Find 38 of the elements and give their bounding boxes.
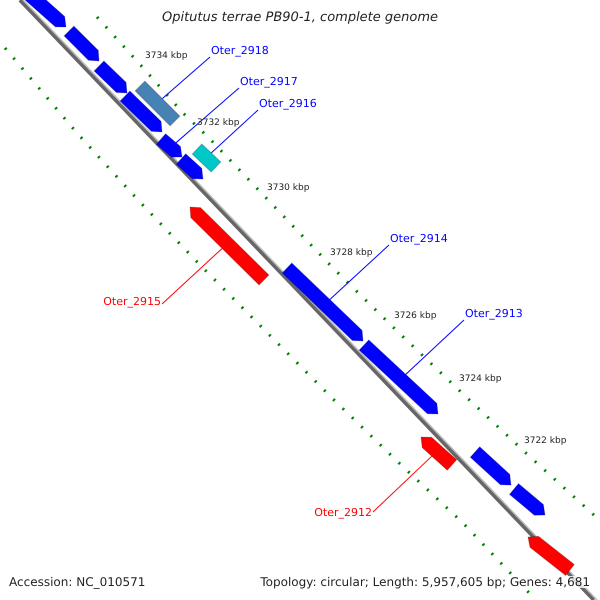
leader-line (405, 320, 464, 375)
scale-label: 3734 kbp (145, 52, 188, 61)
gene-feature (508, 482, 546, 516)
gene-label: Oter_2915 (103, 296, 161, 307)
scale-label: 3726 kbp (394, 312, 436, 321)
gene-feature (189, 206, 270, 286)
gene-label: Oter_2917 (240, 76, 298, 87)
gene-feature (63, 25, 100, 62)
gene-label: Oter_2916 (259, 98, 317, 109)
gene-label: Oter_2912 (314, 507, 372, 518)
gene-feature (24, 0, 67, 28)
genome-info-text: Topology: circular; Length: 5,957,605 bp; Genes: 4,681 (260, 576, 590, 588)
leader-line (176, 88, 240, 144)
leader-line (162, 56, 210, 100)
gene-feature (119, 90, 163, 133)
scale-label: 3732 kbp (197, 119, 240, 128)
gene-label: Oter_2913 (465, 308, 523, 319)
gene-feature (358, 339, 439, 415)
leader-line (329, 244, 390, 300)
gene-label: Oter_2914 (390, 233, 448, 244)
gene-feature (93, 60, 128, 94)
gene-feature (134, 80, 181, 127)
gene-feature (420, 436, 458, 471)
gene-feature (470, 446, 512, 486)
scale-label: 3724 kbp (459, 375, 502, 384)
leader-line (372, 456, 432, 512)
leader-line (162, 248, 223, 304)
leader-line (210, 110, 258, 154)
gene-label: Oter_2918 (211, 45, 269, 56)
gene-feature (192, 143, 222, 173)
gene-feature (156, 133, 183, 158)
scale-label: 3730 kbp (267, 184, 310, 193)
accession-text: Accession: NC_010571 (9, 576, 146, 588)
chart-title: Opitutus terrae PB90-1, complete genome (160, 11, 440, 24)
scale-label: 3728 kbp (330, 249, 372, 258)
gene-feature (176, 153, 204, 180)
gene-feature (282, 262, 364, 342)
scale-label: 3722 kbp (524, 437, 566, 446)
